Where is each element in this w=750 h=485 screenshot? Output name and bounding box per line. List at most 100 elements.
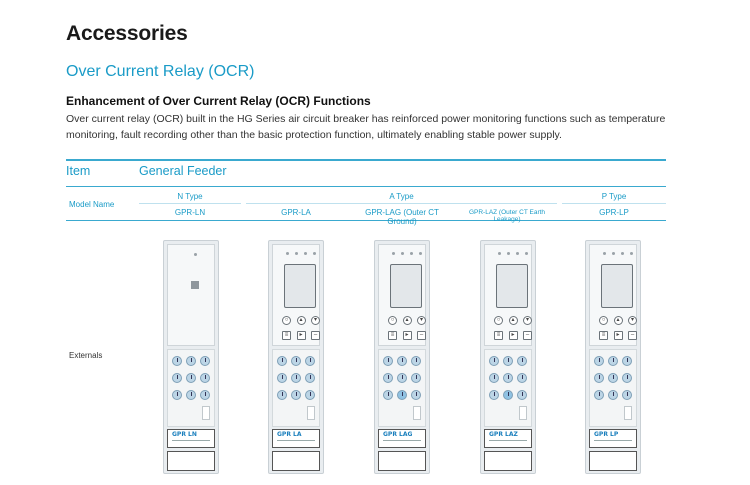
relay-gpr-lag: ○ ▴ ▾ ≡ ▸– GPR LAG	[374, 240, 430, 474]
function-buttons: ≡ ▸–	[388, 331, 426, 340]
model-name-label: Model Name	[69, 200, 115, 209]
switch-icon	[624, 406, 632, 420]
status-leds	[603, 252, 633, 256]
table-top-rule	[66, 159, 666, 161]
relay-front-panel: ○ ▴ ▾ ≡ ▸–	[378, 244, 426, 346]
down-arrow-icon: ▾	[311, 316, 320, 325]
type-row-rule-a	[246, 203, 557, 204]
model-gpr-lp: GPR-LP	[599, 208, 629, 217]
down-arrow-icon: ▾	[628, 316, 637, 325]
select-button-icon: ○	[599, 316, 608, 325]
select-button-icon: ○	[388, 316, 397, 325]
bottom-plate	[484, 451, 532, 471]
setting-dial-icon	[383, 390, 393, 400]
setting-dial-icon	[305, 356, 315, 366]
bottom-plate	[589, 451, 637, 471]
externals-label: Externals	[69, 351, 103, 360]
setting-dial-icon	[305, 373, 315, 383]
setting-dial-icon	[594, 356, 604, 366]
setting-dial-icon	[503, 356, 513, 366]
setting-dial-icon	[608, 390, 618, 400]
name-plate-label: GPR LN	[172, 431, 197, 438]
setting-dial-icon	[186, 390, 196, 400]
name-plate: GPR LA	[272, 429, 320, 448]
page-title: Accessories	[66, 22, 188, 45]
relay-gpr-lp: ○▴▾ ≡▸– GPR LP	[585, 240, 641, 474]
menu-icon: ≡	[599, 331, 608, 340]
menu-icon: ≡	[282, 331, 291, 340]
item-label: Item	[66, 164, 91, 178]
status-leds	[498, 252, 528, 256]
type-row-rule-p	[562, 203, 666, 204]
play-icon: ▸	[508, 331, 518, 340]
select-button-icon: ○	[282, 316, 291, 325]
name-plate: GPR LN	[167, 429, 215, 448]
bottom-plate	[272, 451, 320, 471]
play-icon: ▸	[296, 331, 306, 340]
setting-dial-icon	[622, 356, 632, 366]
nav-buttons: ○▴▾	[282, 316, 320, 325]
setting-dial-icon	[200, 390, 210, 400]
model-row-rule	[66, 220, 666, 221]
model-gpr-laz: GPR-LAZ (Outer CT Earth Leakage)	[468, 209, 546, 223]
menu-icon: ≡	[388, 331, 397, 340]
setting-dial-icon	[489, 373, 499, 383]
reset-icon: –	[628, 331, 637, 340]
up-arrow-icon: ▴	[402, 316, 412, 325]
select-button-icon: ○	[494, 316, 503, 325]
setting-dial-icon	[608, 356, 618, 366]
relay-front-panel	[167, 244, 215, 346]
up-arrow-icon: ▴	[613, 316, 623, 325]
n-type-header: N Type	[177, 192, 203, 201]
setting-dial-icon	[172, 373, 182, 383]
down-arrow-icon: ▾	[417, 316, 426, 325]
dial-panel	[378, 349, 426, 427]
setting-dial-icon	[489, 390, 499, 400]
name-plate-label: GPR LAG	[383, 431, 413, 438]
setting-dial-icon	[517, 390, 527, 400]
dial-panel	[589, 349, 637, 427]
relay-front-panel: ○▴▾ ≡▸–	[589, 244, 637, 346]
model-gpr-lag: GPR-LAG (Outer CT Ground)	[365, 208, 439, 226]
setting-dial-icon	[186, 356, 196, 366]
setting-dial-icon	[489, 356, 499, 366]
setting-dial-icon	[594, 390, 604, 400]
relay-gpr-ln: GPR LN	[163, 240, 219, 474]
reset-icon: –	[417, 331, 426, 340]
type-row-rule-n	[139, 203, 241, 204]
name-plate: GPR LAZ	[484, 429, 532, 448]
setting-dial-icon	[411, 356, 421, 366]
setting-dial-icon	[291, 356, 301, 366]
function-buttons: ≡▸–	[282, 331, 320, 340]
setting-dial-icon	[608, 373, 618, 383]
model-gpr-ln: GPR-LN	[174, 208, 206, 217]
bottom-plate	[378, 451, 426, 471]
setting-dial-icon	[186, 373, 196, 383]
lcd-display	[496, 264, 528, 308]
setting-dial-icon	[200, 373, 210, 383]
dial-panel	[167, 349, 215, 427]
description: Over current relay (OCR) built in the HG…	[66, 113, 666, 141]
name-plate: GPR LP	[589, 429, 637, 448]
setting-dial-icon	[172, 356, 182, 366]
model-gpr-la: GPR-LA	[281, 208, 311, 217]
function-buttons: ≡ ▸–	[494, 331, 532, 340]
setting-dial-icon	[277, 390, 287, 400]
nav-buttons: ○▴▾	[494, 316, 532, 325]
switch-icon	[413, 406, 421, 420]
reset-icon: –	[523, 331, 532, 340]
setting-dial-icon	[397, 356, 407, 366]
switch-icon	[519, 406, 527, 420]
play-icon: ▸	[402, 331, 412, 340]
dial-panel	[484, 349, 532, 427]
setting-dial-icon	[411, 390, 421, 400]
setting-dial-icon	[277, 373, 287, 383]
lcd-display	[601, 264, 633, 308]
a-type-header: A Type	[389, 192, 414, 201]
menu-icon: ≡	[494, 331, 503, 340]
setting-dial-icon	[291, 390, 301, 400]
setting-dial-icon	[622, 373, 632, 383]
relay-gpr-la: ○▴▾ ≡▸– GPR LA	[268, 240, 324, 474]
status-leds	[286, 252, 316, 256]
name-plate-label: GPR LA	[277, 431, 302, 438]
